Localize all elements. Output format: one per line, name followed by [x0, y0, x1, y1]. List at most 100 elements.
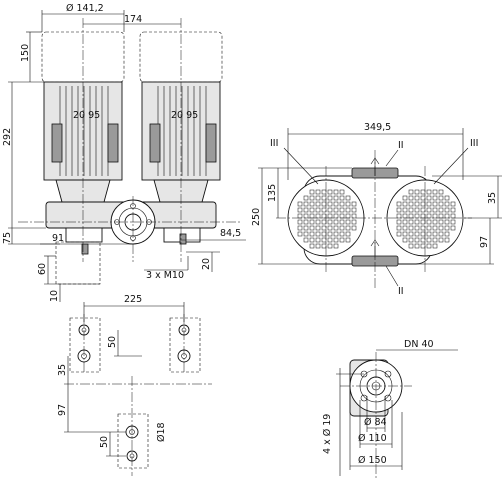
grille-cell — [309, 207, 315, 213]
right-motor-nameplate: 20 95 — [171, 110, 198, 121]
grille-cell — [309, 237, 315, 243]
grille-cell — [438, 225, 444, 231]
grille-cell — [333, 243, 339, 249]
dim-motor-spacing: 174 — [124, 14, 142, 25]
grille-cell — [333, 189, 339, 195]
top-view-arrows — [283, 147, 469, 287]
grille-cell — [339, 219, 345, 225]
grille-cell — [438, 195, 444, 201]
flange-detail-dimensions — [336, 349, 458, 476]
grille-cell — [315, 225, 321, 231]
grille-cell — [315, 243, 321, 249]
grille-cell — [438, 231, 444, 237]
grille-cell — [327, 225, 333, 231]
grille-cell — [396, 201, 402, 207]
foot-plan-bottom — [117, 413, 149, 469]
right-fan-grille — [396, 189, 456, 249]
grille-cell — [315, 189, 321, 195]
grille-cell — [333, 237, 339, 243]
grille-cell — [444, 237, 450, 243]
grille-cell — [408, 237, 414, 243]
grille-cell — [333, 219, 339, 225]
grille-cell — [309, 243, 315, 249]
grille-cell — [426, 207, 432, 213]
grille-cell — [444, 219, 450, 225]
front-right-bolt — [179, 233, 187, 245]
grille-cell — [345, 219, 351, 225]
grille-cell — [339, 225, 345, 231]
dim-foot-spacing: 225 — [124, 294, 142, 305]
grille-cell — [315, 207, 321, 213]
dim-top-offset-left: 135 — [267, 184, 278, 202]
grille-cell — [444, 231, 450, 237]
grille-cell — [426, 225, 432, 231]
dim-bolt-holes: 4 x Ø 19 — [322, 414, 333, 454]
dim-total-depth: 250 — [251, 208, 262, 226]
foot-plan-view — [64, 314, 212, 476]
grille-cell — [297, 201, 303, 207]
grille-cell — [432, 201, 438, 207]
grille-cell — [303, 195, 309, 201]
grille-cell — [402, 195, 408, 201]
grille-cell — [339, 189, 345, 195]
grille-cell — [438, 201, 444, 207]
dim-foot-height-plan: 50 — [107, 336, 118, 348]
grille-cell — [432, 189, 438, 195]
grille-cell — [414, 225, 420, 231]
grille-cell — [327, 219, 333, 225]
grille-cell — [297, 207, 303, 213]
grille-cell — [345, 207, 351, 213]
grille-cell — [414, 207, 420, 213]
dim-plan-offset-35: 35 — [57, 364, 68, 376]
grille-cell — [414, 201, 420, 207]
dim-foot-step: 10 — [49, 290, 60, 302]
grille-cell — [396, 213, 402, 219]
grille-cell — [402, 231, 408, 237]
dim-nominal-diameter: DN 40 — [404, 339, 434, 350]
foot-plan-dimensions — [64, 302, 185, 457]
grille-cell — [315, 219, 321, 225]
dim-hole-diameter: Ø18 — [156, 422, 167, 442]
left-motor-nameplate: 20 95 — [73, 110, 100, 121]
grille-cell — [339, 201, 345, 207]
grille-cell — [414, 219, 420, 225]
grille-cell — [339, 207, 345, 213]
grille-cell — [309, 195, 315, 201]
grille-cell — [339, 195, 345, 201]
grille-cell — [396, 219, 402, 225]
grille-cell — [414, 195, 420, 201]
grille-cell — [444, 207, 450, 213]
grille-cell — [438, 189, 444, 195]
callout-II-bottom: II — [398, 286, 404, 297]
dim-plan-offset-97: 97 — [57, 404, 68, 416]
grille-cell — [426, 201, 432, 207]
grille-cell — [426, 237, 432, 243]
grille-cell — [333, 195, 339, 201]
grille-cell — [333, 207, 339, 213]
grille-cell — [297, 219, 303, 225]
grille-cell — [444, 213, 450, 219]
dim-pump-offset: 84,5 — [220, 228, 241, 239]
left-lower-housing — [65, 227, 103, 243]
grille-cell — [396, 225, 402, 231]
grille-cell — [297, 231, 303, 237]
grille-cell — [303, 207, 309, 213]
grille-cell — [414, 243, 420, 249]
grille-cell — [444, 201, 450, 207]
grille-cell — [426, 189, 432, 195]
grille-cell — [327, 243, 333, 249]
dim-bolt-offset: 20 — [201, 258, 212, 270]
front-view: 20 95 20 95 — [18, 18, 240, 285]
grille-cell — [402, 225, 408, 231]
grille-cell — [315, 237, 321, 243]
grille-cell — [339, 237, 345, 243]
grille-cell — [345, 201, 351, 207]
grille-cell — [444, 195, 450, 201]
grille-cell — [432, 195, 438, 201]
grille-cell — [402, 219, 408, 225]
grille-cell — [432, 213, 438, 219]
grille-cell — [315, 195, 321, 201]
grille-cell — [438, 219, 444, 225]
grille-cell — [408, 231, 414, 237]
